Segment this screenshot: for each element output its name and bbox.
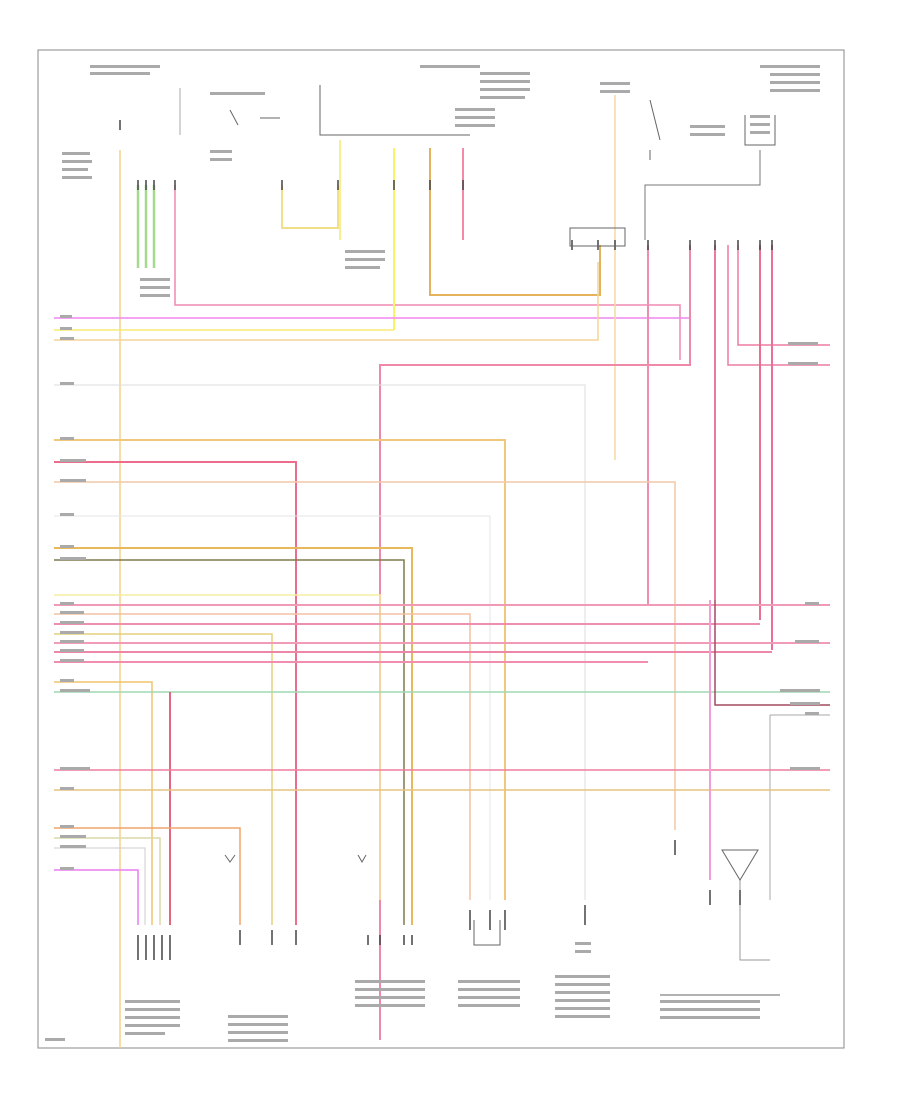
wires bbox=[54, 88, 830, 1048]
faint-labels bbox=[45, 65, 820, 1042]
connectors bbox=[119, 120, 773, 960]
components bbox=[224, 85, 780, 996]
diagram-frame bbox=[37, 49, 845, 1049]
